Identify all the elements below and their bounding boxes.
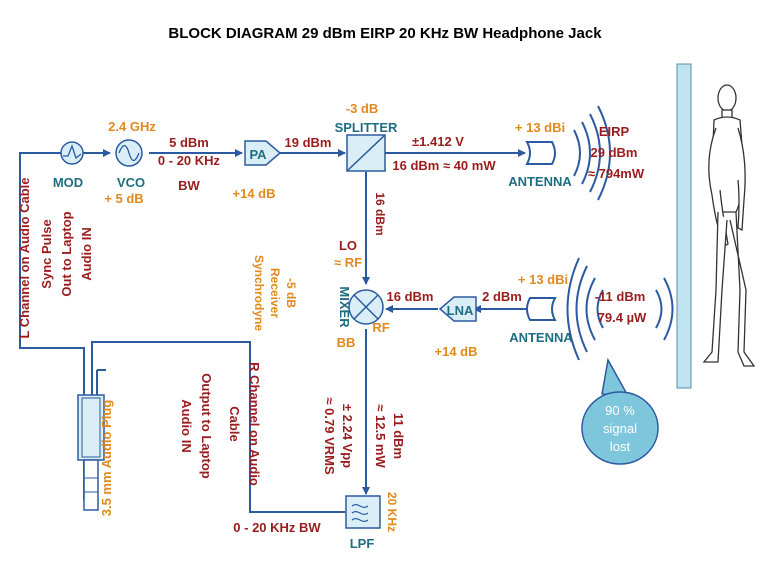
tx-antenna-label: ANTENNA xyxy=(508,174,572,189)
pa-block: PA xyxy=(244,140,282,166)
lo-power: 16 dBm xyxy=(373,192,387,235)
splitter-label: SPLITTER xyxy=(335,120,398,135)
signal-lost-callout: 90 % signal lost xyxy=(581,357,659,465)
vco-output-bw-2: BW xyxy=(178,178,200,193)
audio-plug-icon xyxy=(77,394,105,511)
bb-power-line-1: 11 dBm xyxy=(391,413,406,459)
wire-lpf-plug xyxy=(91,341,345,513)
eirp-label: EIRP xyxy=(599,124,630,139)
vco-gain: + 5 dB xyxy=(104,191,143,206)
pa-gain: +14 dB xyxy=(233,186,276,201)
lpf-label: LPF xyxy=(350,536,375,551)
mod-label: MOD xyxy=(53,175,83,190)
splitter-voltage: ±1.412 V xyxy=(412,134,464,149)
r-channel-line-1: R Channel on Audio xyxy=(247,362,262,486)
vco-output-bw-1: 0 - 20 KHz xyxy=(158,153,221,168)
mixer-label: MIXER xyxy=(337,286,352,328)
bb-voltage-line-1: ± 2.24 Vpp xyxy=(340,404,355,468)
vco-output-power: 5 dBm xyxy=(169,135,209,150)
splitter-output-power: 16 dBm ≈ 40 mW xyxy=(392,158,496,173)
diagram-title: BLOCK DIAGRAM 29 dBm EIRP 20 KHz BW Head… xyxy=(168,25,602,42)
callout-line-2: signal xyxy=(603,421,637,436)
sync-pulse-line-3: Audio IN xyxy=(79,227,94,280)
mod-block xyxy=(60,141,84,165)
mixer-rf-label: RF xyxy=(372,320,389,335)
lna-gain: +14 dB xyxy=(435,344,478,359)
rx-antenna xyxy=(526,257,674,361)
receiver-line-2: Receiver xyxy=(268,268,282,318)
rx-radiation-waves xyxy=(566,257,674,361)
eirp-mw: ≈ 794mW xyxy=(588,166,645,181)
splitter-loss: -3 dB xyxy=(346,101,379,116)
lpf-output-bw: 0 - 20 KHz BW xyxy=(233,520,321,535)
mixer-block xyxy=(348,289,384,325)
r-channel-line-2: Cable xyxy=(227,406,242,441)
r-output-line-2: Audio IN xyxy=(179,399,194,452)
sine-wave-icon xyxy=(118,144,140,162)
vco-label: VCO xyxy=(117,175,145,190)
rf-approx-label: ≈ RF xyxy=(334,255,362,270)
antenna-dish-icon xyxy=(526,297,557,321)
splitter-square-icon xyxy=(346,134,386,172)
pa-label: PA xyxy=(249,147,267,162)
receiver-line-1: Synchrodyne xyxy=(252,255,266,331)
sync-pulse-line-1: Sync Pulse xyxy=(39,219,54,288)
reflecting-wall xyxy=(676,63,692,389)
mixer-bb-label: BB xyxy=(337,335,356,350)
human-figure-icon xyxy=(702,84,756,367)
tx-antenna-gain: + 13 dBi xyxy=(515,120,565,135)
lna-label: LNA xyxy=(447,303,474,318)
receiver-line-3: -5 dB xyxy=(284,278,298,308)
splitter-block xyxy=(346,134,386,172)
antenna-dish-icon xyxy=(525,141,556,165)
pa-output-power: 19 dBm xyxy=(285,135,332,150)
rx-power-uw: 79.4 µW xyxy=(598,310,647,325)
vco-frequency: 2.4 GHz xyxy=(108,119,156,134)
left-channel-label: L Channel on Audio Cable xyxy=(17,177,32,338)
vco-block xyxy=(115,139,143,167)
bb-voltage-line-2: ≈ 0.79 VRMS xyxy=(322,397,337,475)
audio-plug-label: 3.5 mm Audio Plug xyxy=(99,400,114,517)
r-output-line-1: Output to Laptop xyxy=(199,373,214,478)
lpf-bandwidth: 20 KHz xyxy=(385,492,399,532)
callout-line-1: 90 % xyxy=(605,403,635,418)
tx-radiation-waves xyxy=(573,105,611,201)
sine-pulse-icon xyxy=(63,144,82,160)
amplifier-triangle-icon xyxy=(244,140,282,166)
sync-pulse-line-2: Out to Laptop xyxy=(59,211,74,296)
low-pass-filter-icon xyxy=(351,503,369,523)
lpf-block xyxy=(345,495,381,529)
lna-input-power: 2 dBm xyxy=(482,289,522,304)
tx-antenna xyxy=(525,105,611,201)
bb-power-line-2: ≈ 12.5 mW xyxy=(373,404,388,468)
lna-block: LNA xyxy=(438,296,477,322)
amplifier-triangle-icon xyxy=(438,296,477,322)
rx-power-dbm: -11 dBm xyxy=(595,289,646,304)
mixer-input-power: 16 dBm xyxy=(387,289,434,304)
rx-antenna-label: ANTENNA xyxy=(509,330,573,345)
lo-label: LO xyxy=(339,238,357,253)
callout-line-3: lost xyxy=(610,439,631,454)
eirp-dbm: 29 dBm xyxy=(591,145,638,160)
rx-antenna-gain: + 13 dBi xyxy=(518,272,568,287)
